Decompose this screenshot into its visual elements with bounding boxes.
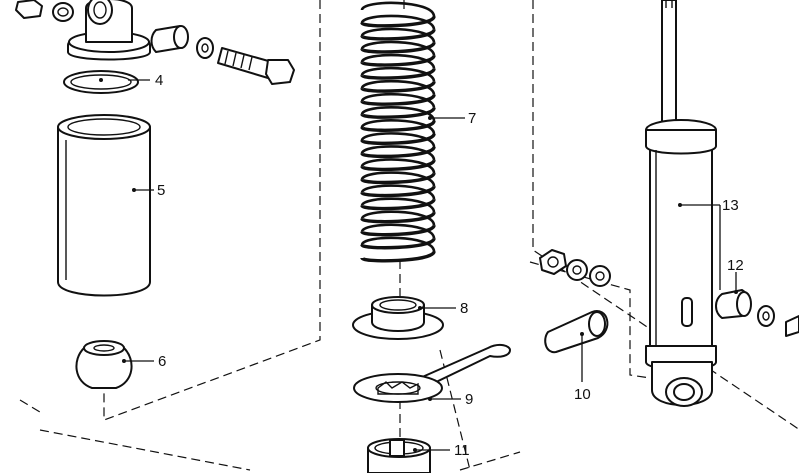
coil-spring-part: [360, 1, 436, 263]
coil-turn-back: [360, 92, 436, 109]
coil-turn-front: [360, 119, 436, 132]
coil-turn-front: [360, 211, 436, 224]
coil-turn-back: [360, 66, 436, 83]
coil-turn-front: [360, 250, 436, 263]
coil-turn-back: [360, 197, 436, 213]
coil-turn-front: [360, 28, 436, 41]
adjusting-plate-part: [353, 343, 511, 403]
spring-seat-part: [352, 296, 444, 340]
sleeve-part: [367, 438, 431, 473]
coil-turn-front: [360, 185, 436, 198]
callout-5: 5: [157, 182, 166, 199]
coil-turn-front: [360, 41, 436, 54]
coil-turn-back: [360, 119, 436, 135]
callout-8: 8: [460, 300, 469, 317]
coil-turn-back: [360, 145, 436, 161]
top-mount-bracket: [67, 0, 151, 61]
coil-turn-back: [360, 184, 436, 200]
shock-absorber-part: [645, 0, 717, 407]
coil-turn-front: [360, 146, 436, 159]
bushing-part: [715, 289, 799, 337]
callout-9: 9: [465, 391, 474, 408]
coil-turn-back: [360, 40, 436, 57]
coil-turn-front: [360, 80, 436, 93]
coil-turn-back: [360, 106, 436, 122]
coil-turn-front: [360, 15, 436, 28]
coil-turn-front: [360, 93, 436, 106]
callout-4: 4: [155, 72, 164, 89]
coil-turn-front: [360, 67, 436, 80]
shock-nut-set: [539, 249, 611, 287]
coil-turn-back: [360, 1, 436, 18]
coil-turn-back: [360, 132, 436, 148]
callout-12: 12: [727, 257, 744, 274]
callout-6: 6: [158, 353, 167, 370]
coil-turn-front: [360, 172, 436, 185]
coil-turn-back: [360, 79, 436, 96]
coil-turn-back: [360, 27, 436, 44]
coil-turn-front: [360, 106, 436, 119]
coil-turn-back: [360, 223, 436, 239]
rubber-buffer-part: [75, 340, 133, 389]
bolt-set: [150, 25, 295, 85]
grease-tube-part: [544, 310, 609, 354]
auxiliary-spring-cylinder: [57, 114, 151, 297]
coil-turn-back: [360, 210, 436, 226]
coil-turn-back: [360, 158, 436, 174]
top-nut: [15, 0, 74, 22]
coil-turn-front: [360, 159, 436, 172]
coil-turn-back: [360, 171, 436, 187]
leader-lines: [99, 78, 738, 452]
coil-turn-back: [360, 236, 436, 252]
coil-turn-back: [360, 53, 436, 70]
coil-turn-front: [360, 237, 436, 250]
coil-turn-front: [360, 133, 436, 145]
coil-turn-front: [360, 54, 436, 67]
callout-10: 10: [574, 386, 591, 403]
callout-7: 7: [468, 110, 477, 127]
callout-11: 11: [454, 442, 470, 459]
callout-13: 13: [722, 197, 739, 214]
coil-turn-front: [360, 198, 436, 211]
coil-turn-front: [360, 224, 436, 237]
coil-turn-back: [360, 14, 436, 31]
